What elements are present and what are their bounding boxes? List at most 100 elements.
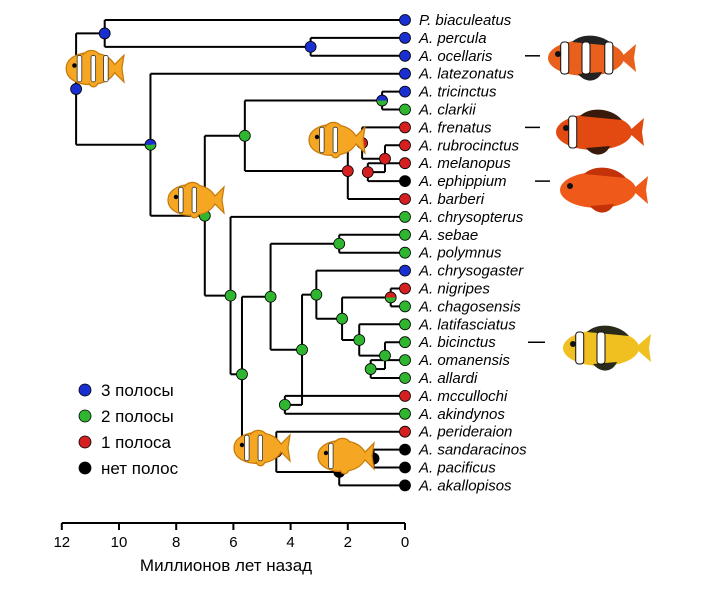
tip-state-two xyxy=(399,407,411,420)
taxon-label: A. ephippium xyxy=(418,173,507,190)
stripe-legend: 3 полосы 2 полосы 1 полоса нет полос xyxy=(78,381,179,478)
ancestral-node xyxy=(278,398,291,411)
tip-state-two xyxy=(399,103,411,116)
ancestral-node xyxy=(144,138,157,151)
tip-state-one xyxy=(399,139,411,152)
ancestral-node xyxy=(333,237,346,250)
ancestral-node xyxy=(98,27,111,40)
axis-tick-label: 0 xyxy=(401,534,409,551)
axis-title: Миллионов лет назад xyxy=(140,556,312,575)
tip-state-two xyxy=(399,336,411,349)
ancestral-node xyxy=(336,312,348,325)
fish-cartoon-icon xyxy=(233,429,291,467)
axis-tick-label: 12 xyxy=(53,534,70,551)
tip-state-two xyxy=(399,354,411,367)
tip-state-none xyxy=(399,461,411,474)
tip-state-three xyxy=(399,264,411,277)
tip-state-markers xyxy=(399,14,411,492)
axis-tick-label: 4 xyxy=(286,534,294,551)
legend-marker-two xyxy=(78,409,92,423)
tip-state-one xyxy=(399,282,411,295)
ancestral-node xyxy=(379,349,391,362)
axis-tick-label: 2 xyxy=(344,534,352,551)
ancestral-node xyxy=(70,83,82,95)
fish-cartoon-icon xyxy=(65,49,125,88)
ancestral-node xyxy=(236,368,248,381)
taxon-label: A. chrysogaster xyxy=(418,263,524,280)
frenatus-photo xyxy=(556,109,644,155)
ancestral-node xyxy=(238,129,251,142)
taxon-label: A. bicinctus xyxy=(418,334,496,351)
taxon-label: A. sandaracinos xyxy=(418,442,527,459)
axis-tick-label: 8 xyxy=(172,534,180,551)
tip-state-one xyxy=(399,389,411,402)
taxon-label: A. sebae xyxy=(418,227,478,244)
fish-icons xyxy=(65,49,375,475)
tip-state-two xyxy=(399,318,411,331)
tip-state-two xyxy=(399,372,411,384)
tip-state-three xyxy=(399,67,411,80)
taxon-label: A. ocellaris xyxy=(418,48,493,65)
taxon-label: A. chagosensis xyxy=(418,298,521,315)
tip-state-one xyxy=(399,157,411,170)
ocellaris-photo xyxy=(548,35,636,81)
taxon-label: A. allardi xyxy=(418,370,478,387)
taxon-label: A. frenatus xyxy=(418,119,492,136)
taxon-label: A. barberi xyxy=(418,191,485,208)
ancestral-node xyxy=(361,166,374,179)
legend-label: нет полос xyxy=(101,459,179,478)
tip-state-none xyxy=(399,479,411,492)
tip-state-two xyxy=(399,210,411,223)
tip-state-one xyxy=(399,193,411,205)
taxon-label: A. akindynos xyxy=(418,406,505,423)
taxon-label: A. omanensis xyxy=(418,352,510,369)
tip-state-three xyxy=(399,32,411,44)
tip-state-none xyxy=(399,175,411,188)
ancestral-node xyxy=(353,334,366,346)
fish-photos xyxy=(525,35,651,371)
taxon-label: A. polymnus xyxy=(418,245,502,262)
taxon-label: A. tricinctus xyxy=(418,84,497,101)
axis-tick-label: 6 xyxy=(229,534,237,551)
legend-marker-three xyxy=(78,383,92,397)
ancestral-node xyxy=(310,288,323,301)
legend-label: 3 полосы xyxy=(101,381,174,400)
taxon-label: A. pacificus xyxy=(418,460,496,477)
taxon-label: A. latezonatus xyxy=(418,66,515,83)
ancestral-node xyxy=(224,289,237,302)
taxon-label: A. nigripes xyxy=(418,281,490,298)
fish-cartoon-icon xyxy=(317,437,375,475)
taxon-label: A. chrysopterus xyxy=(418,209,524,226)
ancestral-node xyxy=(376,94,389,107)
legend-label: 2 полосы xyxy=(101,407,174,426)
ancestral-node xyxy=(264,290,277,303)
axis-tick-label: 10 xyxy=(111,534,128,551)
ancestral-node xyxy=(384,291,397,304)
tip-state-three xyxy=(399,49,411,62)
taxon-label: A. melanopus xyxy=(418,155,511,172)
ancestral-node xyxy=(296,343,308,356)
ancestral-node xyxy=(379,152,391,165)
taxon-label: A. clarkii xyxy=(418,102,476,119)
taxon-label: A. akallopisos xyxy=(418,477,512,494)
tip-state-three xyxy=(399,85,411,98)
legend-label: 1 полоса xyxy=(101,433,172,452)
tip-state-two xyxy=(399,228,411,241)
tip-state-one xyxy=(399,121,411,134)
ancestral-state-nodes xyxy=(70,27,397,478)
fish-cartoon-icon xyxy=(167,181,225,219)
taxon-label: A. perideraion xyxy=(418,424,512,441)
ancestral-node xyxy=(304,40,317,53)
ancestral-node xyxy=(364,363,377,375)
tip-state-none xyxy=(399,443,411,456)
ephippium-photo xyxy=(560,167,648,213)
tip-state-one xyxy=(399,425,411,438)
tip-state-three xyxy=(399,14,411,26)
bicinctus-photo xyxy=(563,325,651,371)
taxon-label: A. rubrocinctus xyxy=(418,137,520,154)
ancestral-node xyxy=(341,165,354,177)
taxon-label: A. latifasciatus xyxy=(418,316,516,333)
legend-marker-none xyxy=(78,461,92,475)
